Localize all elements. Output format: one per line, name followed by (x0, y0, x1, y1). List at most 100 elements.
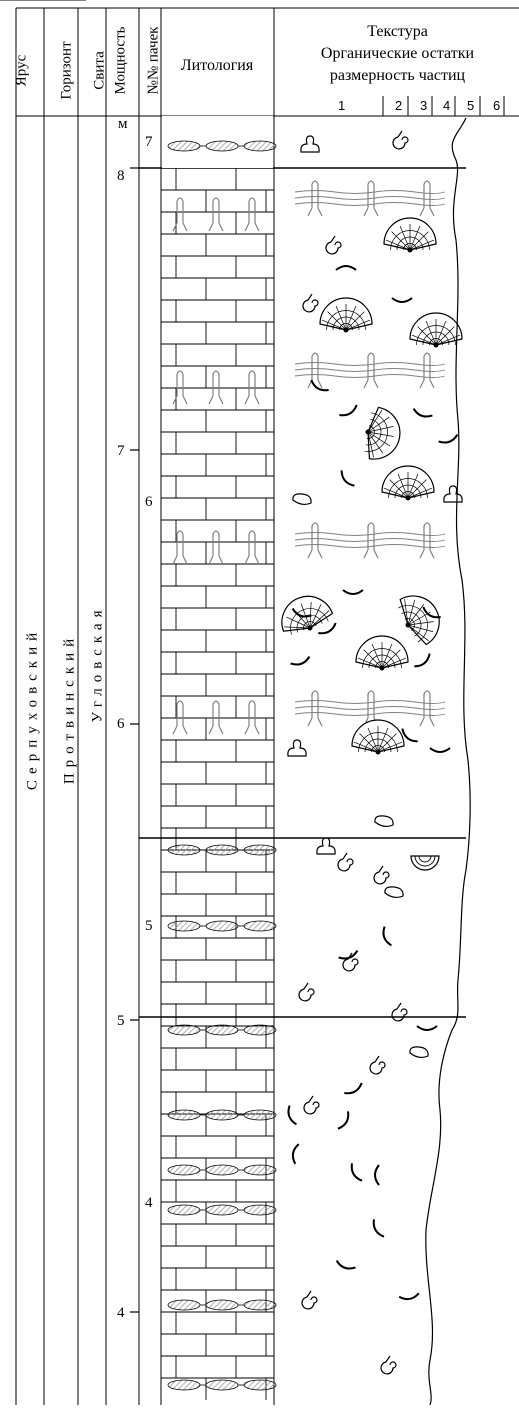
flint-lens (244, 141, 276, 151)
flint-lens (244, 1110, 276, 1120)
bryozoan-fan (410, 313, 462, 348)
flint-lens (168, 1110, 200, 1120)
stage-label: Серпуховский (25, 584, 42, 834)
flint-lens (244, 1165, 276, 1175)
ammonoid-icon (392, 1003, 407, 1021)
shell-fragment-icon (414, 654, 432, 670)
grain-size-curve (426, 118, 470, 1405)
bryozoan-fan (382, 466, 434, 501)
bryozoan-fan (320, 298, 372, 333)
stigmaria-roots-lithology (173, 371, 259, 404)
shell-fragment-icon (343, 590, 363, 594)
pack-number-4: 4 (145, 1195, 153, 1212)
gastropod-icon (301, 136, 319, 152)
header-suite: Свита (92, 49, 109, 93)
flint-lens (206, 1165, 238, 1175)
root-stem (308, 181, 322, 216)
stigmaria-roots-lithology (173, 701, 259, 734)
bivalve-icon (293, 494, 311, 505)
ammonoid-icon (374, 866, 389, 884)
root-stem (209, 371, 223, 404)
root-stem (245, 701, 259, 734)
fan-base (376, 750, 381, 755)
ammonoid-icon (302, 1291, 317, 1309)
ammonoid-icon (326, 236, 341, 254)
shell-fragment-icon (286, 1106, 297, 1126)
root-stem (173, 198, 187, 231)
bivalve-icon (375, 816, 393, 827)
gastropod-icon (317, 838, 335, 854)
fan-base (344, 328, 349, 333)
grain-scale-4: 4 (443, 98, 450, 113)
stigmaria-roots-lithology (173, 198, 259, 231)
shell-fragment-icon (335, 1261, 355, 1272)
stigmaria-roots-texture (295, 353, 445, 388)
stigmaria-roots-texture (295, 181, 445, 216)
flint-lens (244, 1380, 276, 1390)
ammonoid-icon (299, 983, 314, 1001)
depth-tick-label-5: 5 (117, 1013, 125, 1030)
fan-base (380, 666, 385, 671)
flint-lens (244, 845, 276, 855)
ammonoid-icon (343, 953, 358, 971)
gastropod-icon (288, 740, 306, 756)
ammonoid-icon (303, 294, 318, 312)
root-stem (308, 353, 322, 388)
root-stem (308, 691, 322, 726)
ammonoid-icon (338, 853, 353, 871)
header-organic-remains: Органические остатки (276, 44, 519, 64)
flint-lens (168, 921, 200, 931)
flint-lens (244, 1205, 276, 1215)
grain-scale-5: 5 (467, 98, 474, 113)
shell-fragment-icon (318, 623, 337, 636)
grain-scale-2: 2 (395, 98, 402, 113)
flint-lens (206, 141, 238, 151)
coral-icon (411, 856, 439, 870)
flint-lens (168, 1025, 200, 1035)
flint-lens (206, 1025, 238, 1035)
flint-lens (206, 1300, 238, 1310)
fan-base (434, 343, 439, 348)
pack-number-6: 6 (145, 494, 153, 511)
depth-tick-label-7: 7 (117, 443, 125, 460)
root-stem (173, 531, 187, 564)
shell-fragment-icon (417, 1026, 437, 1030)
root-stem (173, 701, 187, 734)
thickness-unit: м (118, 116, 128, 133)
shell-fragment-icon (344, 1083, 363, 1096)
flint-lens (206, 1110, 238, 1120)
bivalve-icon (385, 887, 403, 898)
flint-lens (168, 1205, 200, 1215)
fan-base (406, 496, 411, 501)
stigmaria-roots-texture (295, 523, 445, 558)
flint-lens (168, 845, 200, 855)
grain-scale-3: 3 (420, 98, 427, 113)
shell-fragment-icon (430, 748, 450, 752)
header-horizon: Горизонт (59, 39, 76, 103)
bivalve-icon (410, 1047, 428, 1058)
flint-lens (244, 921, 276, 931)
root-stem (209, 701, 223, 734)
shell-fragment-icon (381, 927, 392, 947)
header-lithology: Литология (160, 56, 274, 76)
shell-fragment-icon (339, 470, 355, 488)
flint-lens (206, 1380, 238, 1390)
root-stem (245, 371, 259, 404)
flint-lens (206, 1205, 238, 1215)
grain-scale-6: 6 (493, 98, 500, 113)
depth-tick-label-6: 6 (117, 716, 125, 733)
shell-fragment-icon (338, 1111, 351, 1130)
flint-lens (168, 1380, 200, 1390)
bryozoan-fan (352, 720, 404, 755)
shell-fragment-icon (439, 435, 459, 446)
bryozoan-fan (356, 636, 408, 671)
shell-fragment-icon (291, 1143, 298, 1163)
shell-fragment-icon (339, 405, 358, 418)
shell-fragment-icon (371, 1219, 384, 1238)
pack-number-5: 5 (145, 918, 153, 935)
root-stem (245, 198, 259, 231)
fan-base (408, 248, 413, 253)
flint-lens (244, 1300, 276, 1310)
root-stem (209, 198, 223, 231)
